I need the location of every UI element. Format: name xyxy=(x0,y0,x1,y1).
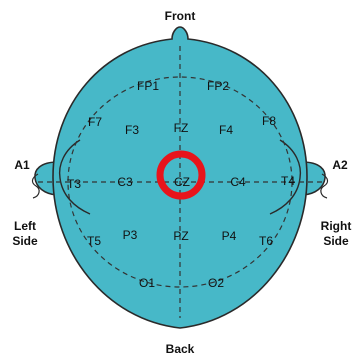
left-side-label-line1: Left xyxy=(14,219,36,233)
back-label: Back xyxy=(166,342,195,356)
electrode-pz: PZ xyxy=(173,229,188,243)
ear-label-a1: A1 xyxy=(14,158,30,172)
electrode-f8: F8 xyxy=(262,114,276,128)
ear-label-a2: A2 xyxy=(332,158,348,172)
electrode-f7: F7 xyxy=(88,115,102,129)
electrode-c3: C3 xyxy=(117,175,133,189)
electrode-f3: F3 xyxy=(125,123,139,137)
left-side-label-line2: Side xyxy=(12,234,38,248)
electrode-fp1: FP1 xyxy=(137,79,159,93)
front-label: Front xyxy=(165,9,196,23)
electrode-p4: P4 xyxy=(222,229,237,243)
electrode-o2: O2 xyxy=(208,276,224,290)
electrode-fp2: FP2 xyxy=(207,79,229,93)
electrode-f4: F4 xyxy=(219,123,233,137)
electrode-t5: T5 xyxy=(87,234,101,248)
electrode-t4: T4 xyxy=(281,174,295,188)
electrode-t3: T3 xyxy=(67,177,81,191)
electrode-c4: C4 xyxy=(230,175,246,189)
electrode-p3: P3 xyxy=(123,228,138,242)
right-side-label-line1: Right xyxy=(321,219,352,233)
right-side-label-line2: Side xyxy=(323,234,349,248)
electrode-o1: O1 xyxy=(139,276,155,290)
electrode-t6: T6 xyxy=(259,234,273,248)
electrode-cz: CZ xyxy=(174,175,190,189)
electrode-fz: FZ xyxy=(174,121,189,135)
